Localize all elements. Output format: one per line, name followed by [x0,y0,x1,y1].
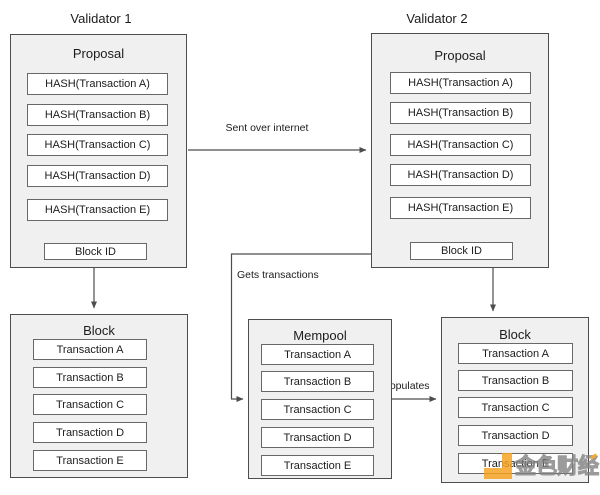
mempool-title: Mempool [293,328,347,343]
mempool-box: Mempool Transaction A Transaction B Tran… [248,319,392,479]
validator1-proposal-box: Proposal HASH(Transaction A) HASH(Transa… [10,34,187,268]
block-right-title: Block [499,327,531,342]
block-right-tx: Transaction D [458,425,573,446]
v1-hash-item: HASH(Transaction E) [27,199,168,221]
v1-hash-item: HASH(Transaction B) [27,104,168,126]
mempool-tx: Transaction B [261,371,374,392]
mempool-tx: Transaction A [261,344,374,365]
v2-hash-item: HASH(Transaction B) [390,102,531,124]
populates-label: populates [384,380,430,392]
validator2-proposal-box: Proposal HASH(Transaction A) HASH(Transa… [371,33,549,268]
block-right-tx: Transaction A [458,343,573,364]
block-left-tx: Transaction C [33,394,147,415]
block-left-box: Block Transaction A Transaction B Transa… [10,314,188,478]
mempool-tx: Transaction E [261,455,374,476]
block-left-tx: Transaction D [33,422,147,443]
mempool-tx: Transaction C [261,399,374,420]
block-left-tx: Transaction A [33,339,147,360]
mempool-tx: Transaction D [261,427,374,448]
block-left-tx: Transaction B [33,367,147,388]
block-left-tx: Transaction E [33,450,147,471]
v1-hash-item: HASH(Transaction D) [27,165,168,187]
validator2-heading: Validator 2 [406,11,468,26]
block-right-tx: Transaction C [458,397,573,418]
block-right-box: Block Transaction A Transaction B Transa… [441,317,589,483]
gets-transactions-label: Gets transactions [237,269,319,281]
v2-hash-item: HASH(Transaction E) [390,197,531,219]
sent-over-internet-label: Sent over internet [225,122,309,134]
watermark-text: 金色财经 [514,454,599,478]
validator1-proposal-title: Proposal [72,46,125,61]
block-left-title: Block [83,323,115,338]
validator2-proposal-title: Proposal [434,48,486,63]
v2-hash-item: HASH(Transaction C) [390,134,531,156]
block-right-tx: Transaction B [458,370,573,391]
v1-hash-item: HASH(Transaction A) [27,73,168,95]
watermark: 金色财经 [484,452,600,485]
validator1-heading: Validator 1 [70,11,132,26]
v1-hash-item: HASH(Transaction C) [27,134,168,156]
v2-hash-item: HASH(Transaction A) [390,72,531,94]
v1-block-id: Block ID [44,243,147,260]
v2-block-id: Block ID [410,242,513,260]
v2-hash-item: HASH(Transaction D) [390,164,531,186]
jinse-finance-logo-icon [484,452,512,485]
